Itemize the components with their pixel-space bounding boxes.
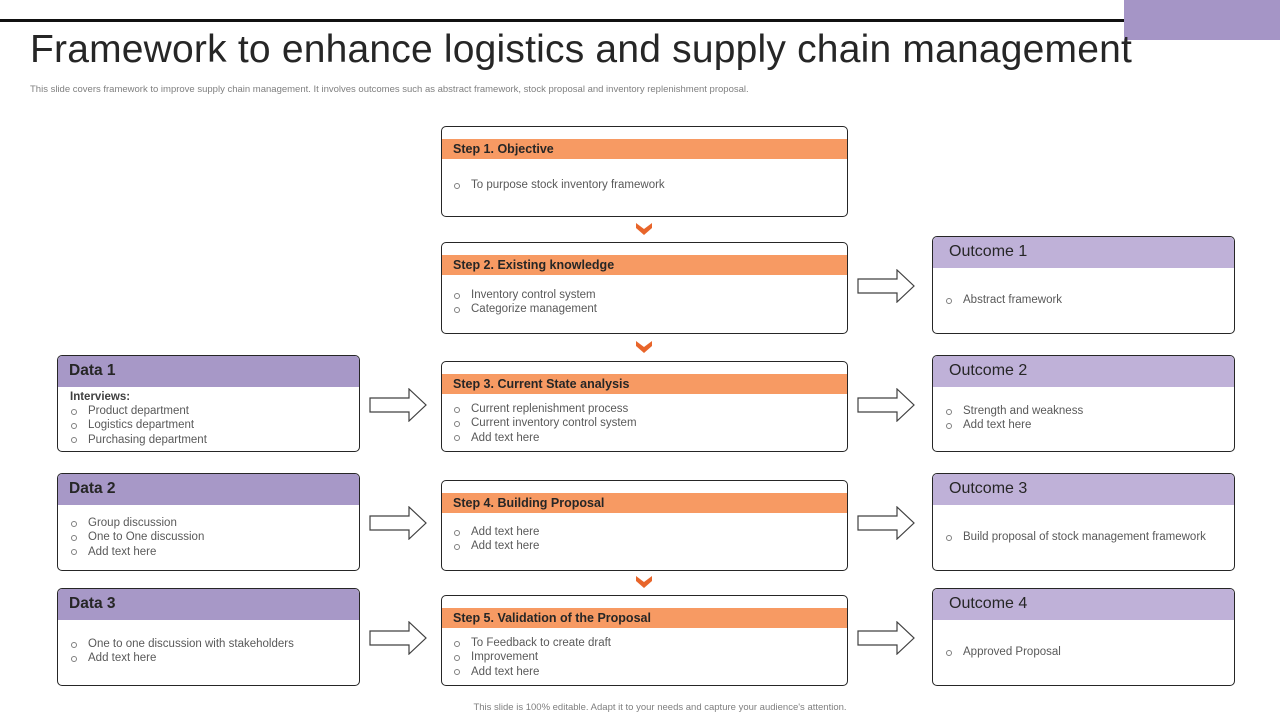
right-arrow-icon <box>369 506 427 540</box>
list-item: Current inventory control system <box>453 416 637 430</box>
step-title: Step 4. Building Proposal <box>442 493 847 513</box>
step-title: Step 3. Current State analysis <box>442 374 847 394</box>
outcome-items: Strength and weakness Add text here <box>945 404 1083 433</box>
outcome-items: Abstract framework <box>945 293 1062 307</box>
data-title: Data 2 <box>58 474 359 505</box>
step-items: To Feedback to create draft Improvement … <box>453 636 611 679</box>
data-title: Data 3 <box>58 589 359 620</box>
right-arrow-icon <box>369 621 427 655</box>
step-items: To purpose stock inventory framework <box>453 178 665 192</box>
outcome-items: Approved Proposal <box>945 645 1061 659</box>
step-title: Step 5. Validation of the Proposal <box>442 608 847 628</box>
list-item: Current replenishment process <box>453 402 637 416</box>
list-item: To purpose stock inventory framework <box>453 178 665 192</box>
list-item: Add text here <box>70 545 204 559</box>
outcome-items: Build proposal of stock management frame… <box>945 530 1206 544</box>
list-item: Logistics department <box>70 418 207 432</box>
right-arrow-icon <box>857 506 915 540</box>
step-box-2: Step 2. Existing knowledge Inventory con… <box>441 242 848 334</box>
outcome-title: Outcome 3 <box>933 474 1234 505</box>
right-arrow-icon <box>857 388 915 422</box>
data-lead: Interviews: <box>70 391 131 403</box>
step-box-4: Step 4. Building Proposal Add text here … <box>441 480 848 571</box>
list-item: Add text here <box>453 431 637 445</box>
data-box-1: Data 1 Interviews: Product department Lo… <box>57 355 360 452</box>
step-items: Add text here Add text here <box>453 525 539 554</box>
right-arrow-icon <box>857 269 915 303</box>
data-box-2: Data 2 Group discussion One to One discu… <box>57 473 360 571</box>
step-box-3: Step 3. Current State analysis Current r… <box>441 361 848 452</box>
data-items: One to one discussion with stakeholders … <box>70 637 294 666</box>
list-item: Inventory control system <box>453 288 597 302</box>
list-item: Improvement <box>453 650 611 664</box>
slide-title: Framework to enhance logistics and suppl… <box>30 28 1133 71</box>
data-content: Interviews: Product department Logistics… <box>70 391 207 447</box>
outcome-box-4: Outcome 4 Approved Proposal <box>932 588 1235 686</box>
data-items: Group discussion One to One discussion A… <box>70 516 204 559</box>
step-items: Current replenishment process Current in… <box>453 402 637 445</box>
chevron-down-icon <box>636 341 652 353</box>
list-item: Add text here <box>453 539 539 553</box>
list-item: Group discussion <box>70 516 204 530</box>
list-item: To Feedback to create draft <box>453 636 611 650</box>
outcome-box-1: Outcome 1 Abstract framework <box>932 236 1235 334</box>
data-items: Product department Logistics department … <box>70 404 207 447</box>
data-box-3: Data 3 One to one discussion with stakeh… <box>57 588 360 686</box>
list-item: Add text here <box>70 651 294 665</box>
step-title: Step 2. Existing knowledge <box>442 255 847 275</box>
list-item: Product department <box>70 404 207 418</box>
list-item: One to One discussion <box>70 530 204 544</box>
list-item: One to one discussion with stakeholders <box>70 637 294 651</box>
list-item: Purchasing department <box>70 433 207 447</box>
right-arrow-icon <box>857 621 915 655</box>
list-item: Add text here <box>453 525 539 539</box>
outcome-title: Outcome 4 <box>933 589 1234 620</box>
corner-accent <box>1124 0 1280 40</box>
right-arrow-icon <box>369 388 427 422</box>
step-title: Step 1. Objective <box>442 139 847 159</box>
list-item: Strength and weakness <box>945 404 1083 418</box>
chevron-down-icon <box>636 223 652 235</box>
list-item: Abstract framework <box>945 293 1062 307</box>
outcome-title: Outcome 2 <box>933 356 1234 387</box>
slide-subtitle: This slide covers framework to improve s… <box>30 84 749 95</box>
outcome-title: Outcome 1 <box>933 237 1234 268</box>
outcome-box-2: Outcome 2 Strength and weakness Add text… <box>932 355 1235 452</box>
list-item: Build proposal of stock management frame… <box>945 530 1206 544</box>
list-item: Approved Proposal <box>945 645 1061 659</box>
list-item: Add text here <box>945 418 1083 432</box>
step-box-5: Step 5. Validation of the Proposal To Fe… <box>441 595 848 686</box>
top-rule <box>0 19 1124 22</box>
step-items: Inventory control system Categorize mana… <box>453 288 597 317</box>
list-item: Add text here <box>453 665 611 679</box>
list-item: Categorize management <box>453 302 597 316</box>
outcome-box-3: Outcome 3 Build proposal of stock manage… <box>932 473 1235 571</box>
step-box-1: Step 1. Objective To purpose stock inven… <box>441 126 848 217</box>
slide-footer: This slide is 100% editable. Adapt it to… <box>473 702 847 713</box>
chevron-down-icon <box>636 576 652 588</box>
data-title: Data 1 <box>58 356 359 387</box>
